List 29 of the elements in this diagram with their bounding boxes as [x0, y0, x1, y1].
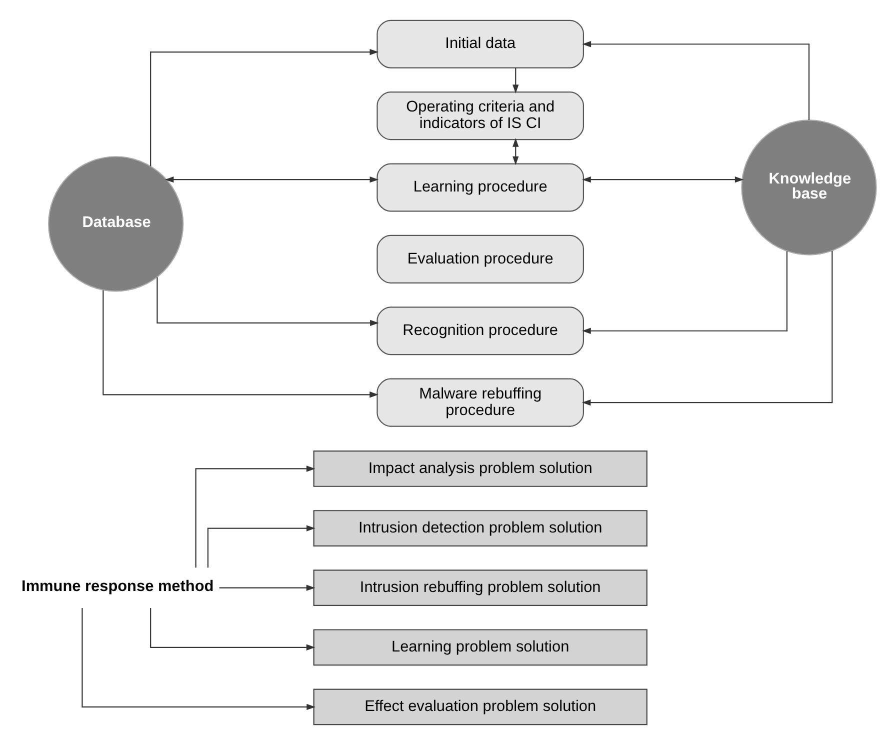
arrow: [512, 68, 519, 94]
node-box: Learning procedure: [376, 163, 584, 212]
arrow: [582, 250, 833, 406]
arrow: [156, 277, 379, 326]
arrow: [195, 466, 316, 568]
node-box: Operating criteria and indicators of IS CI: [376, 92, 584, 140]
arrow: [82, 608, 316, 710]
arrow: [150, 608, 316, 650]
arrow: [512, 138, 519, 166]
arrow: [582, 251, 788, 334]
arrow: [150, 48, 379, 166]
arrow: [207, 525, 316, 568]
node-box: Initial data: [376, 20, 584, 68]
node-box: Impact analysis problem solution: [313, 450, 648, 487]
node-box: Intrusion detection problem solution: [313, 510, 648, 546]
arrow: [102, 290, 378, 398]
node-box: Recognition procedure: [376, 306, 584, 356]
node-circle: Knowledge base: [741, 120, 877, 256]
arrow: [582, 41, 810, 120]
node-box: Malware rebuffing procedure: [376, 378, 584, 427]
node-box: Intrusion rebuffing problem solution: [313, 570, 648, 606]
arrow: [164, 176, 379, 183]
node-text: Immune response method: [22, 578, 214, 595]
arrow: [219, 584, 316, 591]
node-circle: Database: [48, 156, 184, 292]
node-box: Learning problem solution: [313, 629, 648, 666]
node-box: Evaluation procedure: [376, 234, 584, 284]
arrow: [582, 176, 744, 183]
node-box: Effect evaluation problem solution: [313, 688, 648, 726]
